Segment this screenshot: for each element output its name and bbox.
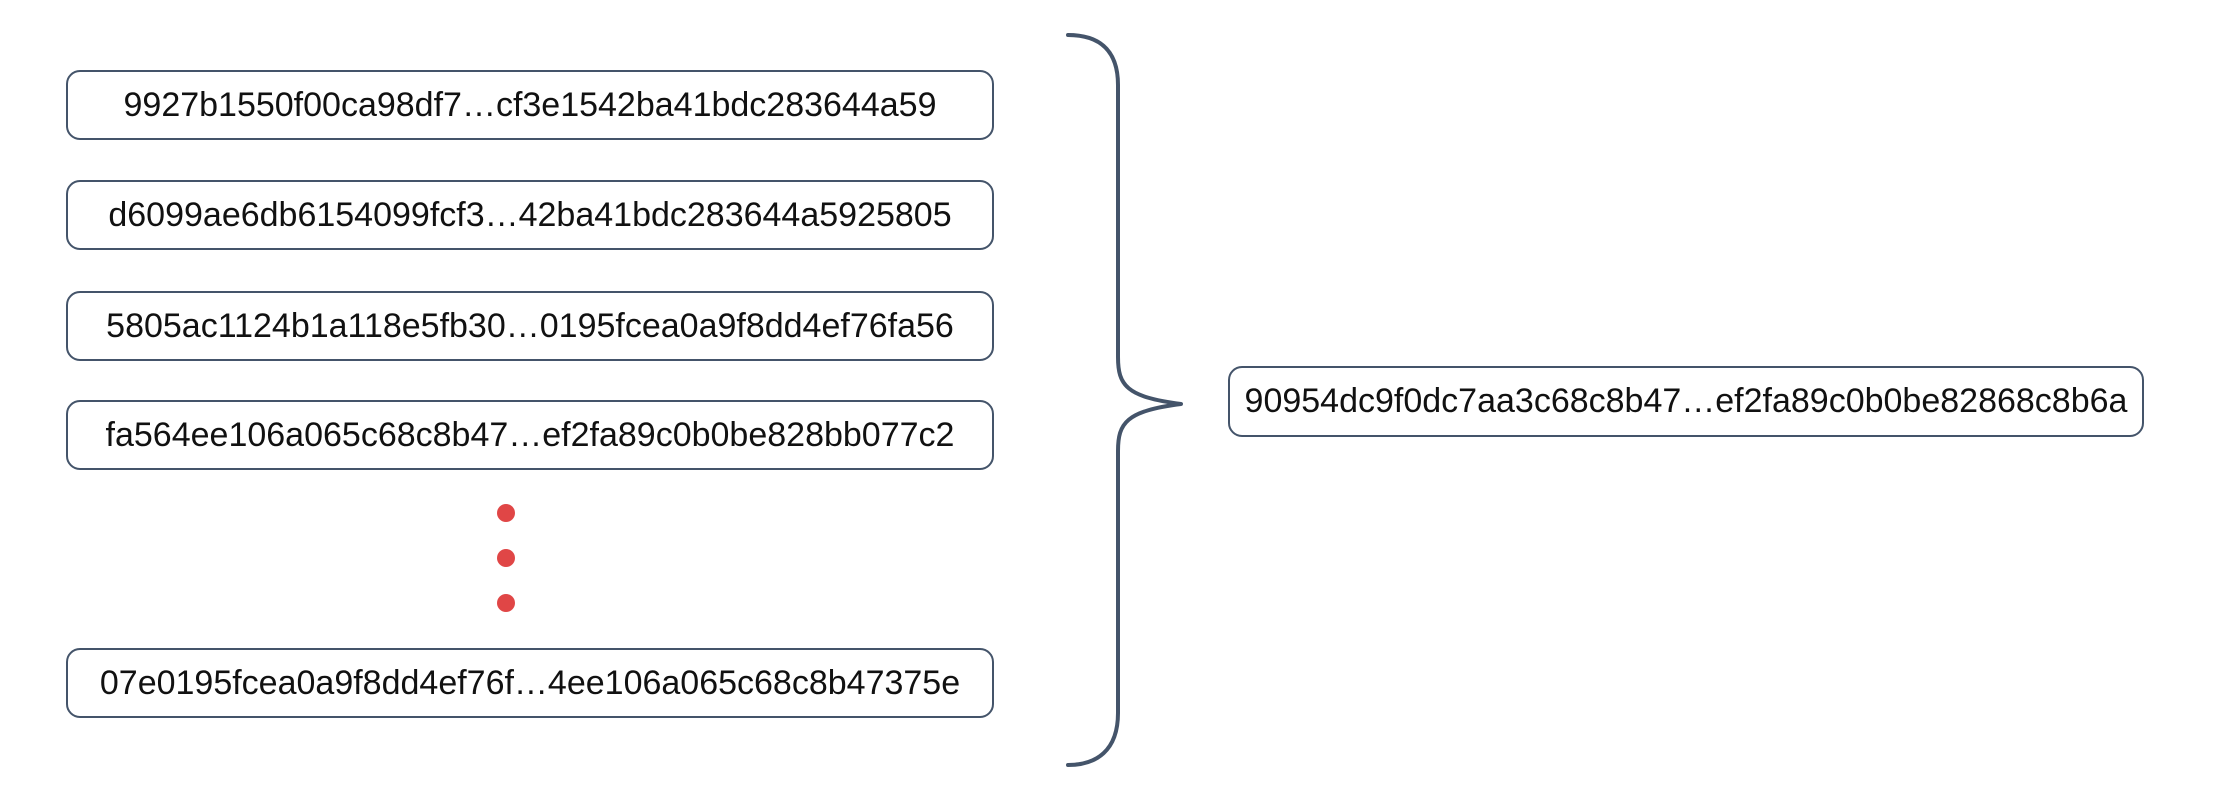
ellipsis-dot-icon (497, 504, 515, 522)
vertical-ellipsis-dots (497, 504, 515, 612)
hash-text: fa564ee106a065c68c8b47…ef2fa89c0b0be828b… (105, 415, 955, 454)
hash-box: 5805ac1124b1a118e5fb30…0195fcea0a9f8dd4e… (66, 291, 994, 361)
hash-box: 07e0195fcea0a9f8dd4ef76f…4ee106a065c68c8… (66, 648, 994, 718)
hash-box-result: 90954dc9f0dc7aa3c68c8b47…ef2fa89c0b0be82… (1228, 366, 2144, 437)
ellipsis-dot-icon (497, 594, 515, 612)
hash-text: 9927b1550f00ca98df7…cf3e1542ba41bdc28364… (123, 85, 937, 124)
curly-brace-icon (1066, 33, 1183, 767)
hash-text: 07e0195fcea0a9f8dd4ef76f…4ee106a065c68c8… (99, 663, 961, 702)
ellipsis-dot-icon (497, 549, 515, 567)
hash-box: fa564ee106a065c68c8b47…ef2fa89c0b0be828b… (66, 400, 994, 470)
hash-text: 5805ac1124b1a118e5fb30…0195fcea0a9f8dd4e… (106, 306, 954, 345)
hash-box: d6099ae6db6154099fcf3…42ba41bdc283644a59… (66, 180, 994, 250)
hash-text: 90954dc9f0dc7aa3c68c8b47…ef2fa89c0b0be82… (1244, 382, 2128, 420)
hash-box: 9927b1550f00ca98df7…cf3e1542ba41bdc28364… (66, 70, 994, 140)
hash-text: d6099ae6db6154099fcf3…42ba41bdc283644a59… (108, 195, 952, 234)
